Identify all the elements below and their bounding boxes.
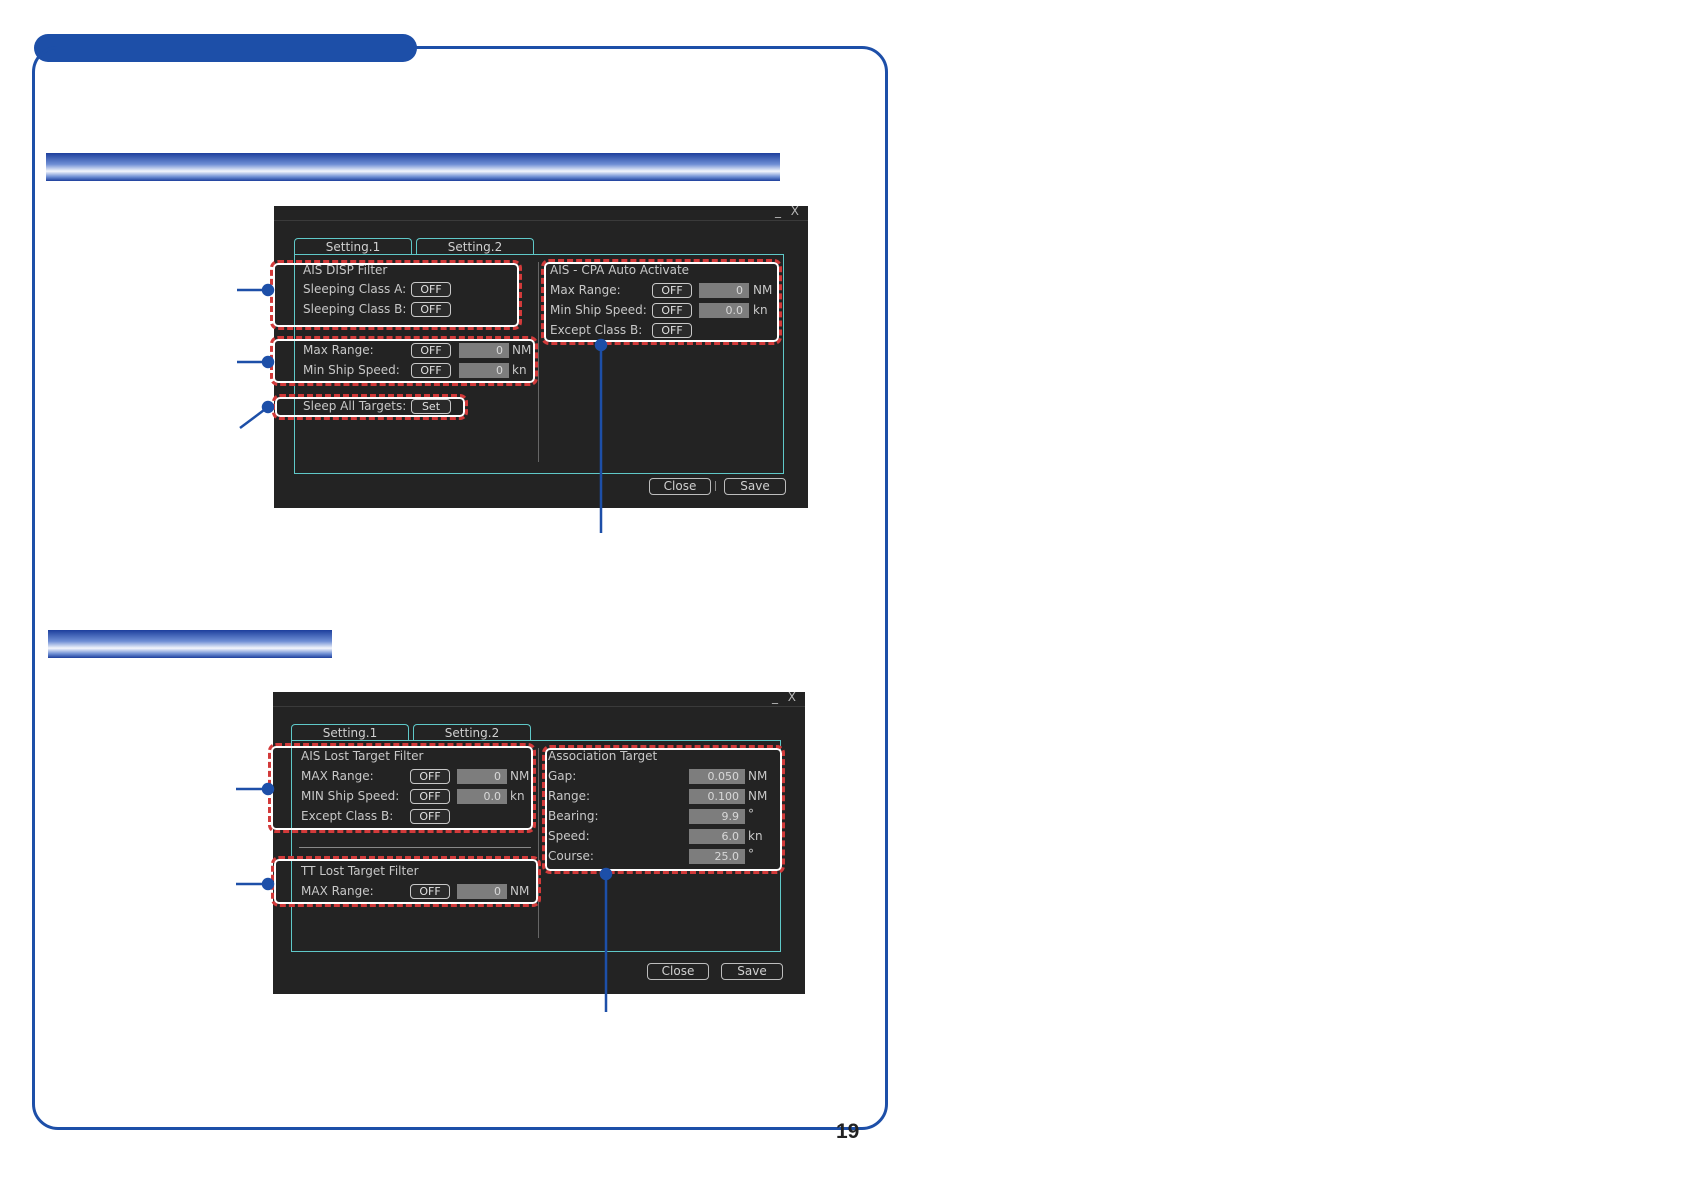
column-divider <box>538 262 539 462</box>
max-range-unit: NM <box>512 343 532 357</box>
lost-min-ship-speed-input[interactable]: 0.0 <box>457 789 507 804</box>
bearing-input[interactable]: 9.9 <box>689 809 745 824</box>
min-ship-speed-toggle[interactable]: OFF <box>411 363 451 378</box>
max-range-toggle[interactable]: OFF <box>411 343 451 358</box>
lost-max-range-unit: NM <box>510 769 530 783</box>
tab-setting-1[interactable]: Setting.1 <box>291 724 409 741</box>
tt-max-range-input[interactable]: 0 <box>457 884 507 899</box>
ais-settings-dialog-1: _ X Setting.1 Setting.2 AIS DISP Filter … <box>274 204 808 508</box>
settings-panel <box>291 740 781 952</box>
cpa-max-range-label: Max Range: <box>550 283 621 297</box>
course-label: Course: <box>548 849 594 863</box>
tt-max-range-label: MAX Range: <box>301 884 374 898</box>
min-ship-speed-input[interactable]: 0 <box>459 363 509 378</box>
gap-input[interactable]: 0.050 <box>689 769 745 784</box>
lost-max-range-input[interactable]: 0 <box>457 769 507 784</box>
cpa-min-ship-speed-toggle[interactable]: OFF <box>652 303 692 318</box>
cpa-except-class-b-toggle[interactable]: OFF <box>652 323 692 338</box>
sleep-all-set-button[interactable]: Set <box>411 399 451 414</box>
sleeping-class-b-toggle[interactable]: OFF <box>411 302 451 317</box>
course-input[interactable]: 25.0 <box>689 849 745 864</box>
settings-panel <box>294 254 784 474</box>
max-range-label: Max Range: <box>303 343 374 357</box>
ais-lost-filter-title: AIS Lost Target Filter <box>301 749 424 763</box>
column-divider <box>538 748 539 938</box>
ais-settings-dialog-2: _ X Setting.1 Setting.2 AIS Lost Target … <box>273 690 805 994</box>
max-range-input[interactable]: 0 <box>459 343 509 358</box>
speed-label: Speed: <box>548 829 590 843</box>
bearing-unit: ° <box>748 807 754 821</box>
close-button[interactable]: Close <box>649 478 711 495</box>
tt-lost-filter-title: TT Lost Target Filter <box>301 864 419 878</box>
lost-except-class-b-toggle[interactable]: OFF <box>410 809 450 824</box>
lost-min-ship-speed-toggle[interactable]: OFF <box>410 789 450 804</box>
filter-divider <box>299 847 531 848</box>
speed-input[interactable]: 6.0 <box>689 829 745 844</box>
titlebar: _ X <box>274 204 808 221</box>
save-button[interactable]: Save <box>721 963 783 980</box>
titlebar: _ X <box>273 690 805 707</box>
tab-setting-2[interactable]: Setting.2 <box>416 238 534 255</box>
window-controls[interactable]: _ X <box>774 204 802 218</box>
course-unit: ° <box>748 847 754 861</box>
tt-max-range-unit: NM <box>510 884 530 898</box>
range-label: Range: <box>548 789 591 803</box>
tab-setting-1[interactable]: Setting.1 <box>294 238 412 255</box>
tt-max-range-toggle[interactable]: OFF <box>410 884 450 899</box>
section-bar-1 <box>46 153 780 181</box>
gap-label: Gap: <box>548 769 577 783</box>
cpa-max-range-input[interactable]: 0 <box>699 283 749 298</box>
lost-except-class-b-label: Except Class B: <box>301 809 394 823</box>
page-number: 19 <box>836 1120 860 1143</box>
sleeping-class-a-label: Sleeping Class A: <box>303 282 407 296</box>
section-bar-2 <box>48 630 332 658</box>
min-ship-speed-label: Min Ship Speed: <box>303 363 400 377</box>
cpa-min-ship-speed-label: Min Ship Speed: <box>550 303 647 317</box>
page-frame <box>32 46 888 1130</box>
close-button[interactable]: Close <box>647 963 709 980</box>
gap-unit: NM <box>748 769 768 783</box>
cpa-max-range-unit: NM <box>753 283 773 297</box>
save-button[interactable]: Save <box>724 478 786 495</box>
sleeping-class-a-toggle[interactable]: OFF <box>411 282 451 297</box>
cpa-min-ship-speed-unit: kn <box>753 303 768 317</box>
cpa-min-ship-speed-input[interactable]: 0.0 <box>699 303 749 318</box>
lost-min-ship-speed-unit: kn <box>510 789 525 803</box>
sleeping-class-b-label: Sleeping Class B: <box>303 302 407 316</box>
speed-unit: kn <box>748 829 763 843</box>
cpa-max-range-toggle[interactable]: OFF <box>652 283 692 298</box>
button-divider <box>715 481 716 491</box>
highlight-cpa-auto-activate <box>541 259 782 345</box>
window-controls[interactable]: _ X <box>771 690 799 704</box>
lost-max-range-label: MAX Range: <box>301 769 374 783</box>
min-ship-speed-unit: kn <box>512 363 527 377</box>
ais-disp-filter-title: AIS DISP Filter <box>303 263 388 277</box>
lost-min-ship-speed-label: MIN Ship Speed: <box>301 789 400 803</box>
cpa-except-class-b-label: Except Class B: <box>550 323 643 337</box>
cpa-auto-activate-title: AIS - CPA Auto Activate <box>550 263 690 277</box>
highlight-association-target <box>542 745 785 874</box>
lost-max-range-toggle[interactable]: OFF <box>410 769 450 784</box>
range-unit: NM <box>748 789 768 803</box>
tab-setting-2[interactable]: Setting.2 <box>413 724 531 741</box>
range-input[interactable]: 0.100 <box>689 789 745 804</box>
association-title: Association Target <box>548 749 658 763</box>
sleep-all-targets-label: Sleep All Targets: <box>303 399 407 413</box>
bearing-label: Bearing: <box>548 809 599 823</box>
